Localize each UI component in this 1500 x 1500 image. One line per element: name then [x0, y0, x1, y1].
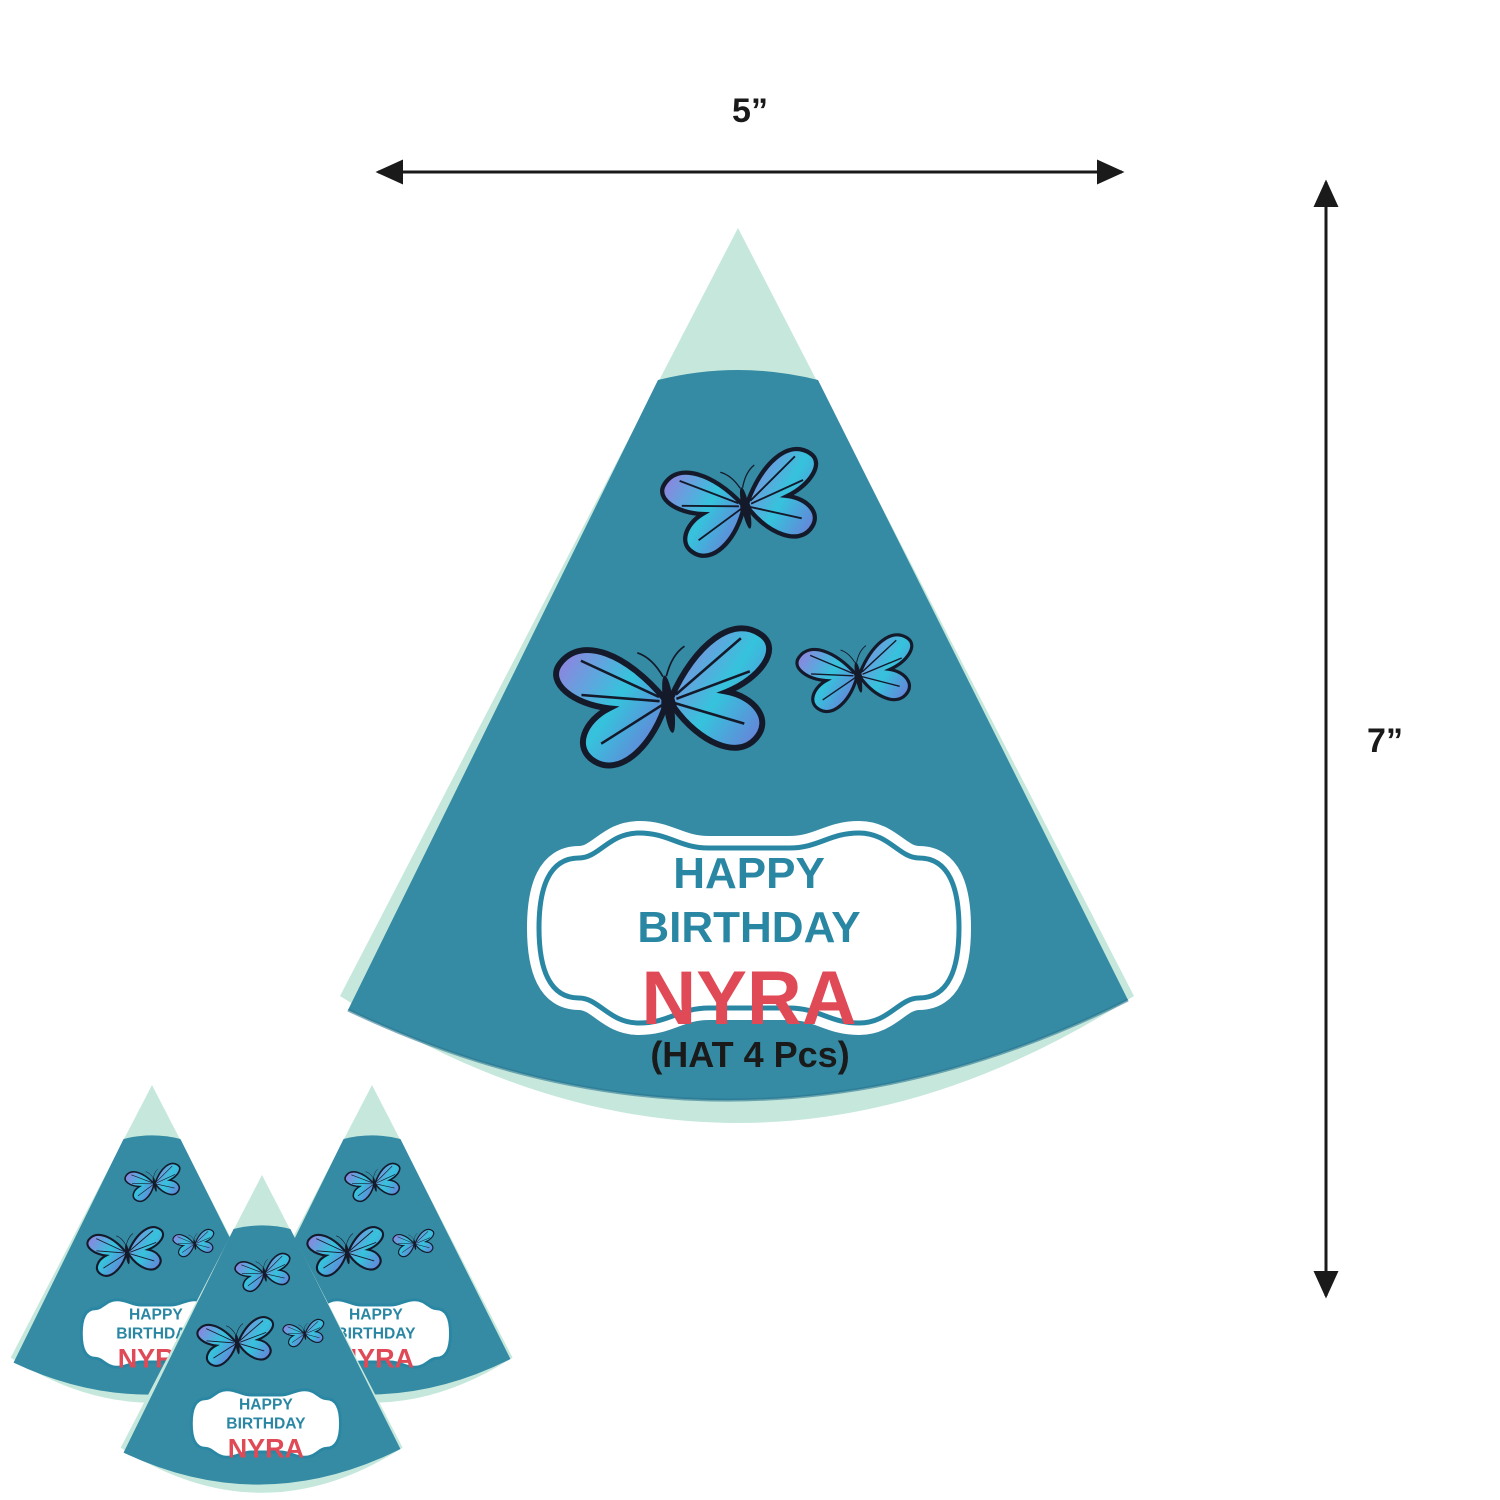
svg-text:BIRTHDAY: BIRTHDAY [116, 1325, 196, 1342]
svg-text:NYRA: NYRA [228, 1434, 304, 1464]
svg-text:HAPPY: HAPPY [349, 1306, 403, 1323]
height-dimension-label: 7” [1367, 722, 1403, 760]
svg-text:HAPPY: HAPPY [129, 1306, 183, 1323]
child-name: NYRA [641, 956, 856, 1041]
svg-text:HAPPY: HAPPY [239, 1396, 293, 1413]
width-dimension-label: 5” [732, 92, 768, 130]
greeting-line2: BIRTHDAY [637, 903, 860, 952]
main-party-hat: HAPPY BIRTHDAY NYRA [340, 228, 1134, 1123]
greeting-plaque: HAPPY BIRTHDAY NYRA [539, 833, 959, 1041]
small-party-hat: HAPPY BIRTHDAY NYRA [120, 1175, 403, 1493]
quantity-caption: (HAT 4 Pcs) [650, 1034, 850, 1075]
svg-text:BIRTHDAY: BIRTHDAY [226, 1415, 306, 1432]
greeting-line1: HAPPY [673, 849, 825, 898]
svg-text:BIRTHDAY: BIRTHDAY [336, 1325, 416, 1342]
